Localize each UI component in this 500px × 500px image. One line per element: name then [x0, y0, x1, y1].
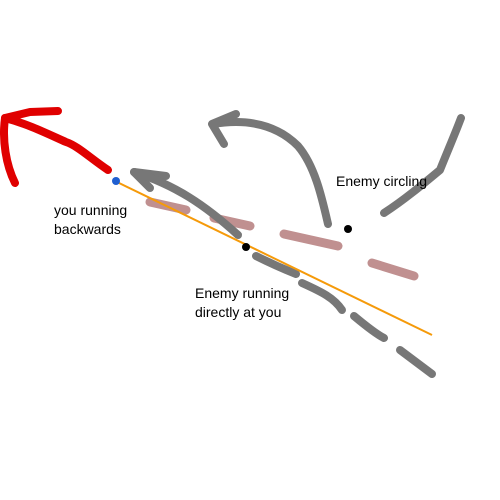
trail-dash-4 — [367, 258, 419, 281]
enemy-circling-label-line-1: Enemy circling — [336, 173, 428, 189]
enemy-direct-dash-3 — [298, 279, 346, 314]
enemy-circling-path — [208, 110, 465, 228]
enemy-direct-label-line-1: Enemy running — [195, 285, 290, 301]
you-arrow-shaft — [1, 114, 112, 174]
you-label: you running backwards — [54, 201, 127, 239]
enemy-direct-path — [130, 168, 436, 378]
you-label-line-2: backwards — [54, 221, 121, 237]
line-of-sight — [116, 181, 433, 336]
you-arrow-head-upper — [1, 107, 62, 122]
enemy-circling-arrow-head — [208, 110, 240, 148]
enemy-circling-arc — [209, 118, 332, 228]
enemy-direct-dot — [242, 243, 250, 251]
you-dot — [112, 177, 120, 185]
you-arrow-head-lower — [0, 114, 19, 187]
enemy-circling-tail — [380, 114, 465, 217]
enemy-direct-label-line-2: directly at you — [195, 304, 282, 320]
enemy-circling-label: Enemy circling — [336, 172, 427, 191]
enemy-direct-dash-5 — [396, 346, 436, 378]
enemy-direct-dash-1 — [130, 168, 242, 239]
enemy-direct-dash-2 — [252, 252, 300, 278]
trail-dash-3 — [279, 229, 343, 251]
enemy-direct-dash-4 — [350, 312, 388, 342]
you-label-line-1: you running — [54, 202, 128, 218]
enemy-direct-label: Enemy running directly at you — [195, 284, 289, 322]
you-backward-arrow — [0, 107, 112, 187]
enemy-circling-dot — [344, 225, 352, 233]
